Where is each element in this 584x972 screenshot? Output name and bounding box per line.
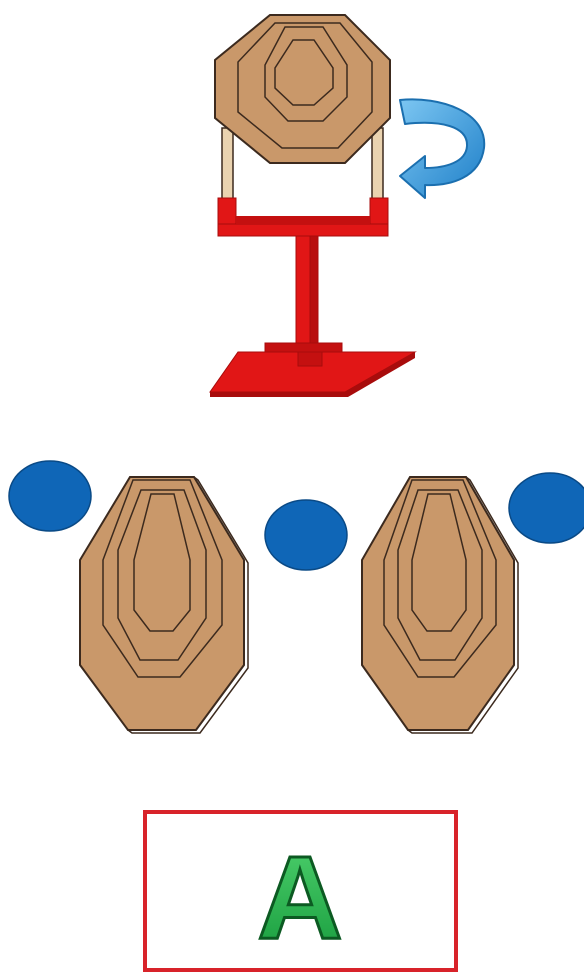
steel-plate-icon bbox=[509, 473, 584, 543]
label-frame: A bbox=[145, 812, 456, 970]
turning-target-stand bbox=[210, 15, 484, 397]
section-letter: A bbox=[257, 832, 342, 964]
right-post bbox=[372, 128, 383, 200]
paper-target-icon bbox=[80, 477, 248, 733]
stand-base bbox=[210, 343, 415, 397]
paper-target-icon bbox=[362, 477, 518, 733]
paper-target-icon bbox=[215, 15, 390, 163]
stand-column bbox=[296, 236, 318, 346]
steel-plate-icon bbox=[9, 461, 91, 531]
target-array bbox=[9, 461, 584, 733]
curved-arrow-icon bbox=[400, 99, 484, 198]
steel-plate-icon bbox=[265, 500, 347, 570]
stand-crossbar bbox=[218, 198, 388, 236]
left-post bbox=[222, 128, 233, 200]
